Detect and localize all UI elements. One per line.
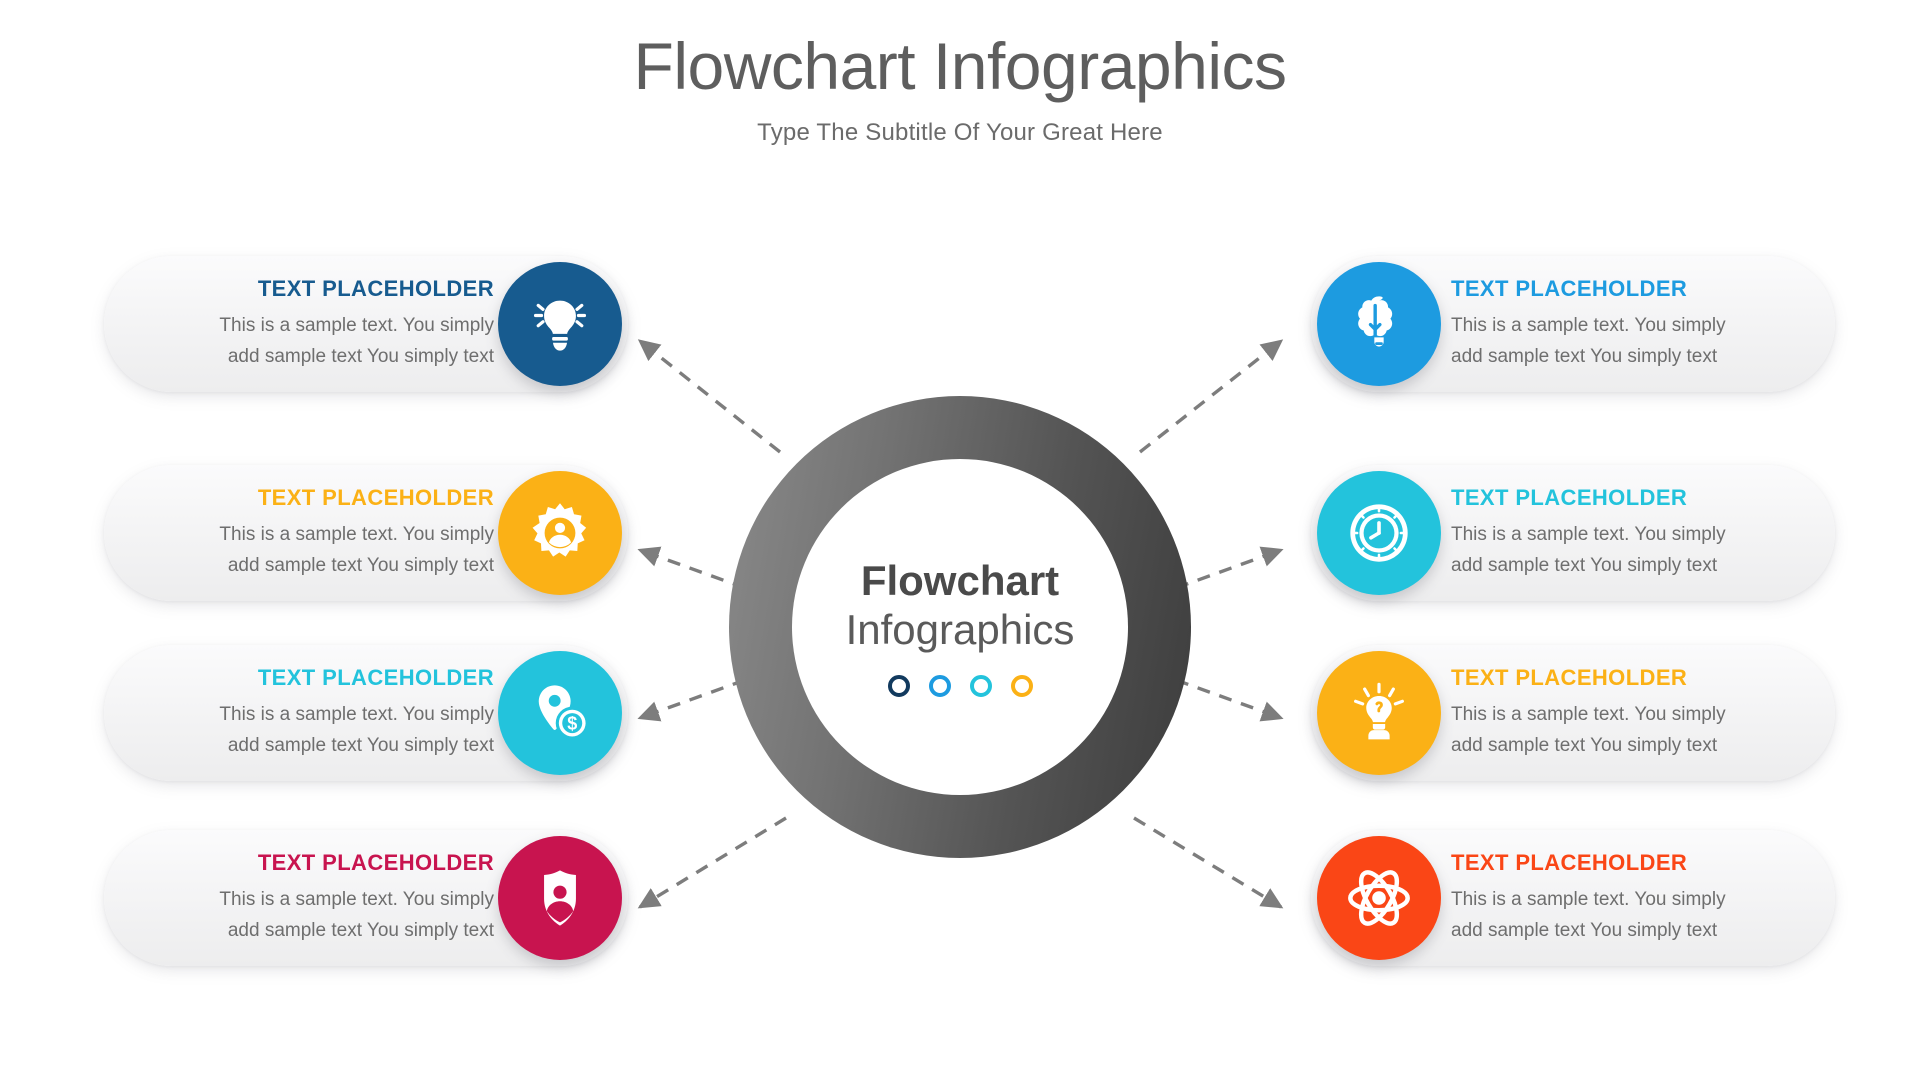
card-right-2-text: TEXT PLACEHOLDER This is a sample text. … <box>1441 485 1796 582</box>
card-right-2[interactable]: TEXT PLACEHOLDER This is a sample text. … <box>1311 465 1835 601</box>
hub-dot-navy <box>887 675 910 698</box>
connector-right-2 <box>1175 546 1284 590</box>
card-right-1-text: TEXT PLACEHOLDER This is a sample text. … <box>1441 276 1796 373</box>
card-right-1-heading: TEXT PLACEHOLDER <box>1451 275 1688 301</box>
slide-header: Flowchart Infographics Type The Subtitle… <box>0 0 1920 147</box>
card-right-3-line1: This is a sample text. You simply <box>1451 703 1726 725</box>
hub-dot-cyan <box>969 675 992 698</box>
hub-dot-amber <box>1010 675 1033 698</box>
atom-icon <box>1317 836 1441 960</box>
card-right-3-line2: add sample text You simply text <box>1451 734 1718 756</box>
connector-right-3 <box>1175 678 1284 722</box>
page-subtitle: Type The Subtitle Of Your Great Here <box>757 119 1163 147</box>
card-right-4-line2: add sample text You simply text <box>1451 919 1718 941</box>
card-left-1-text: TEXT PLACEHOLDER This is a sample text. … <box>149 276 498 373</box>
card-left-2-heading: TEXT PLACEHOLDER <box>257 484 494 510</box>
shield-user-icon <box>498 836 622 960</box>
hub-subtitle: Infographics <box>845 606 1075 653</box>
gear-user-icon <box>498 471 622 595</box>
location-dollar-icon: $ <box>498 651 622 775</box>
lightbulb-icon <box>498 262 622 386</box>
card-left-4-heading: TEXT PLACEHOLDER <box>257 849 494 875</box>
hub-title: Flowchart <box>860 556 1060 604</box>
card-left-3-text: TEXT PLACEHOLDER This is a sample text. … <box>149 665 498 762</box>
clock-icon <box>1317 471 1441 595</box>
card-left-2-text: TEXT PLACEHOLDER This is a sample text. … <box>149 485 498 582</box>
card-left-1-line1: This is a sample text. You simply <box>219 314 494 336</box>
page-title: Flowchart Infographics <box>633 29 1287 103</box>
card-right-2-line1: This is a sample text. You simply <box>1451 523 1726 545</box>
card-left-1-heading: TEXT PLACEHOLDER <box>257 275 494 301</box>
card-left-3-line1: This is a sample text. You simply <box>219 703 494 725</box>
card-right-1[interactable]: TEXT PLACEHOLDER This is a sample text. … <box>1311 256 1835 392</box>
card-left-4[interactable]: TEXT PLACEHOLDER This is a sample text. … <box>104 830 628 966</box>
card-right-1-line1: This is a sample text. You simply <box>1451 314 1726 336</box>
svg-text:$: $ <box>567 713 577 733</box>
card-left-2-line2: add sample text You simply text <box>227 554 494 576</box>
card-left-3[interactable]: TEXT PLACEHOLDER This is a sample text. … <box>104 645 628 781</box>
idea-hand-icon <box>1317 651 1441 775</box>
center-hub[interactable]: Flowchart Infographics <box>729 396 1191 858</box>
card-right-3[interactable]: TEXT PLACEHOLDER This is a sample text. … <box>1311 645 1835 781</box>
hub-dots <box>887 675 1033 698</box>
card-left-3-line2: add sample text You simply text <box>227 734 494 756</box>
brain-bulb-icon <box>1317 262 1441 386</box>
card-left-1[interactable]: TEXT PLACEHOLDER This is a sample text. … <box>104 256 628 392</box>
card-left-2-line1: This is a sample text. You simply <box>219 523 494 545</box>
card-right-2-heading: TEXT PLACEHOLDER <box>1451 484 1688 510</box>
card-right-4-line1: This is a sample text. You simply <box>1451 888 1726 910</box>
card-left-1-line2: add sample text You simply text <box>227 345 494 367</box>
card-right-3-heading: TEXT PLACEHOLDER <box>1451 664 1688 690</box>
card-left-2[interactable]: TEXT PLACEHOLDER This is a sample text. … <box>104 465 628 601</box>
card-left-4-text: TEXT PLACEHOLDER This is a sample text. … <box>149 850 498 947</box>
hub-dot-blue <box>928 675 951 698</box>
hub-core: Flowchart Infographics <box>792 459 1128 795</box>
card-right-2-line2: add sample text You simply text <box>1451 554 1718 576</box>
card-right-4-heading: TEXT PLACEHOLDER <box>1451 849 1688 875</box>
card-right-4[interactable]: TEXT PLACEHOLDER This is a sample text. … <box>1311 830 1835 966</box>
card-right-3-text: TEXT PLACEHOLDER This is a sample text. … <box>1441 665 1796 762</box>
card-left-4-line2: add sample text You simply text <box>227 919 494 941</box>
card-right-1-line2: add sample text You simply text <box>1451 345 1718 367</box>
card-right-4-text: TEXT PLACEHOLDER This is a sample text. … <box>1441 850 1796 947</box>
card-left-4-line1: This is a sample text. You simply <box>219 888 494 910</box>
card-left-3-heading: TEXT PLACEHOLDER <box>257 664 494 690</box>
